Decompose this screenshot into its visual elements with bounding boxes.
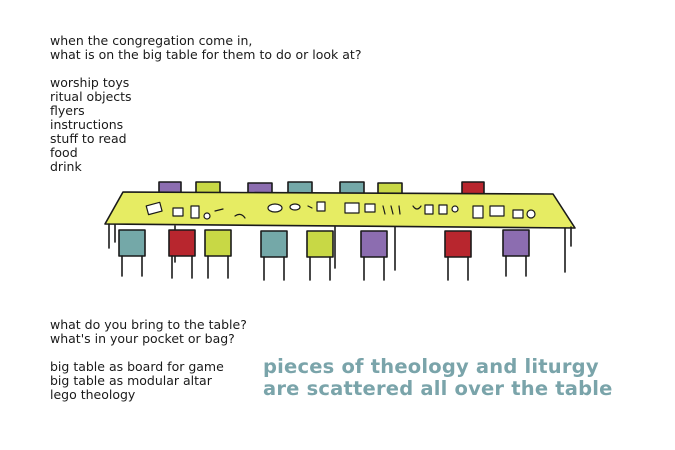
headline-line: are scattered all over the table xyxy=(263,377,613,400)
chair-front-red xyxy=(168,229,196,279)
bring-question: what do you bring to the table? what's i… xyxy=(50,318,247,346)
chair-front-red xyxy=(444,230,472,281)
list-item: food xyxy=(50,145,78,160)
bring-line: what do you bring to the table? xyxy=(50,317,247,332)
intro-question: when the congregation come in, what is o… xyxy=(50,34,361,62)
intro-line: when the congregation come in, xyxy=(50,33,253,48)
chair-front-teal xyxy=(260,230,288,281)
table-items-list: worship toys ritual objects flyers instr… xyxy=(50,76,132,174)
table-with-chairs-drawing-icon xyxy=(104,181,576,281)
list-item: lego theology xyxy=(50,387,136,402)
headline-line: pieces of theology and liturgy xyxy=(263,355,599,378)
list-item: flyers xyxy=(50,103,85,118)
table-top xyxy=(104,191,576,229)
list-item: instructions xyxy=(50,117,124,132)
list-item: big table as board for game xyxy=(50,359,224,374)
list-item: drink xyxy=(50,159,82,174)
list-item: worship toys xyxy=(50,75,130,90)
chair-front-lime xyxy=(204,229,232,279)
chair-front-lime xyxy=(306,230,334,281)
chair-front-teal xyxy=(118,229,146,277)
bring-line: what's in your pocket or bag? xyxy=(50,331,235,346)
chair-front-purple xyxy=(502,229,530,277)
list-item: stuff to read xyxy=(50,131,127,146)
list-item: big table as modular altar xyxy=(50,373,212,388)
chair-front-purple xyxy=(360,230,388,281)
ideas-list: big table as board for game big table as… xyxy=(50,360,224,402)
headline: pieces of theology and liturgy are scatt… xyxy=(263,356,613,400)
list-item: ritual objects xyxy=(50,89,132,104)
intro-line: what is on the big table for them to do … xyxy=(50,47,362,62)
